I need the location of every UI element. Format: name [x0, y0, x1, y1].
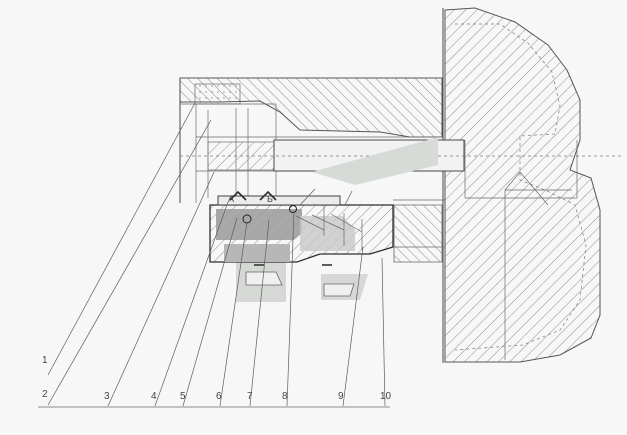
- small-label-b: Б: [267, 194, 273, 204]
- part-number-2: 2: [42, 389, 48, 400]
- part-number-8: 8: [282, 391, 288, 402]
- leader-lines: [38, 102, 390, 408]
- part-number-5: 5: [180, 391, 186, 402]
- part-number-3: 3: [104, 391, 110, 402]
- part-number-1: 1: [42, 355, 48, 366]
- part-number-4: 4: [151, 391, 157, 402]
- part-number-6: 6: [216, 391, 222, 402]
- part-number-7: 7: [247, 391, 253, 402]
- part-number-10: 10: [380, 391, 392, 402]
- seal-assembly: [209, 137, 445, 302]
- right-housing: [442, 7, 601, 363]
- small-label-a: A: [228, 194, 235, 204]
- part-number-9: 9: [338, 391, 344, 402]
